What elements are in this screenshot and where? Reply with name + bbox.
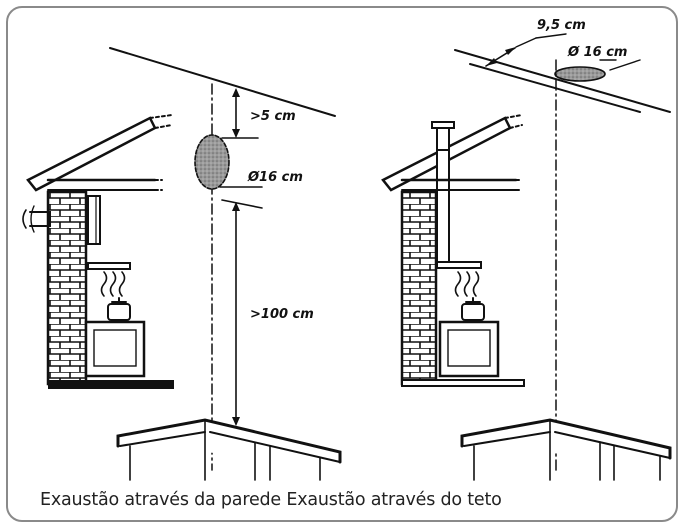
roof-offset-label: 9,5 cm (537, 18, 586, 33)
caption: Exaustão através da parede Exaustão atra… (40, 490, 502, 510)
wall-exhaust-scene (22, 47, 342, 481)
roof-duct-diameter-label: Ø 16 cm (567, 45, 627, 60)
stove-roof (438, 320, 500, 378)
roof-top-line (454, 49, 671, 113)
chimney-pipe (436, 149, 450, 263)
roof-exhaust-scene (381, 33, 672, 481)
duct-cross-section (194, 134, 230, 190)
wall-bottom-clearance-label: >100 cm (250, 307, 314, 322)
brick-wall-roof (400, 190, 438, 386)
wall-top-clearance-label: >5 cm (250, 109, 296, 124)
brick-wall (46, 190, 88, 386)
wall-duct-diameter-label: Ø16 cm (247, 170, 303, 185)
ceiling-line (109, 47, 336, 117)
roof-duct-opening (554, 66, 606, 82)
stove (84, 320, 146, 378)
caption-roof: Exaustão através do teto (286, 490, 502, 510)
diagram-frame (6, 6, 678, 522)
caption-wall: Exaustão através da parede (40, 490, 281, 510)
floor (48, 380, 174, 389)
